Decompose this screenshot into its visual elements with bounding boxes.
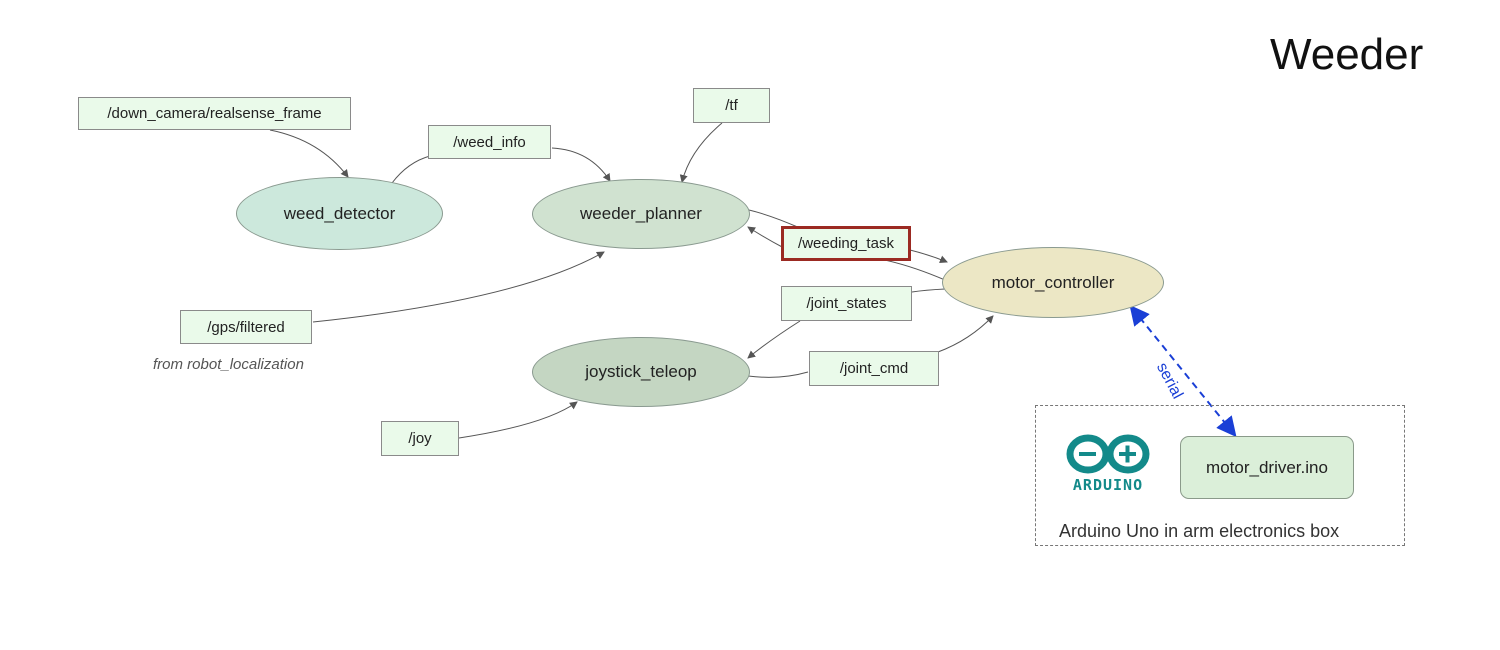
topic-joy[interactable]: /joy: [381, 421, 459, 456]
topic-joint-cmd[interactable]: /joint_cmd: [809, 351, 939, 386]
node-weed-detector[interactable]: weed_detector: [236, 177, 443, 250]
topic-weed-info[interactable]: /weed_info: [428, 125, 551, 159]
edge-tf-to-planner: [679, 122, 723, 183]
edge-weedingtask-to-planner: [747, 226, 785, 249]
edge-serial: [1129, 304, 1237, 438]
topic-gps-filtered[interactable]: /gps/filtered: [180, 310, 312, 344]
edge-planner-to-weedingtask: [748, 209, 801, 229]
edge-jointcmd-to-motor: [937, 315, 994, 353]
edge-weedinfo-to-planner: [551, 147, 611, 182]
edge-teleop-to-jointcmd: [747, 371, 809, 378]
node-motor-controller[interactable]: motor_controller: [942, 247, 1164, 318]
arduino-group-box: [1035, 405, 1405, 546]
edge-camera-to-detector: [269, 129, 349, 178]
firmware-motor-driver[interactable]: motor_driver.ino: [1180, 436, 1354, 499]
topic-weeding-task[interactable]: /weeding_task: [781, 226, 911, 261]
arduino-logo-text: ARDUINO: [1072, 476, 1144, 494]
edge-jointstates-to-teleop: [747, 320, 801, 359]
arduino-logo-icon: [1066, 434, 1150, 474]
arduino-box-caption: Arduino Uno in arm electronics box: [1059, 521, 1340, 541]
edge-weedingtask-to-motor: [909, 249, 948, 264]
edge-motor-to-weedingtask: [879, 258, 946, 281]
gps-source-caption: from robot_localization: [153, 356, 304, 373]
page-title: Weeder: [1270, 30, 1424, 79]
node-joystick-teleop[interactable]: joystick_teleop: [532, 337, 750, 407]
topic-tf[interactable]: /tf: [693, 88, 770, 123]
edge-motor-to-jointstates: [911, 288, 946, 293]
topic-down-camera[interactable]: /down_camera/realsense_frame: [78, 97, 351, 130]
node-weeder-planner[interactable]: weeder_planner: [532, 179, 750, 249]
edge-detector-to-weedinfo: [391, 155, 431, 184]
edge-gps-to-planner: [312, 251, 605, 323]
edge-joy-to-teleop: [458, 401, 578, 439]
topic-joint-states[interactable]: /joint_states: [781, 286, 912, 321]
